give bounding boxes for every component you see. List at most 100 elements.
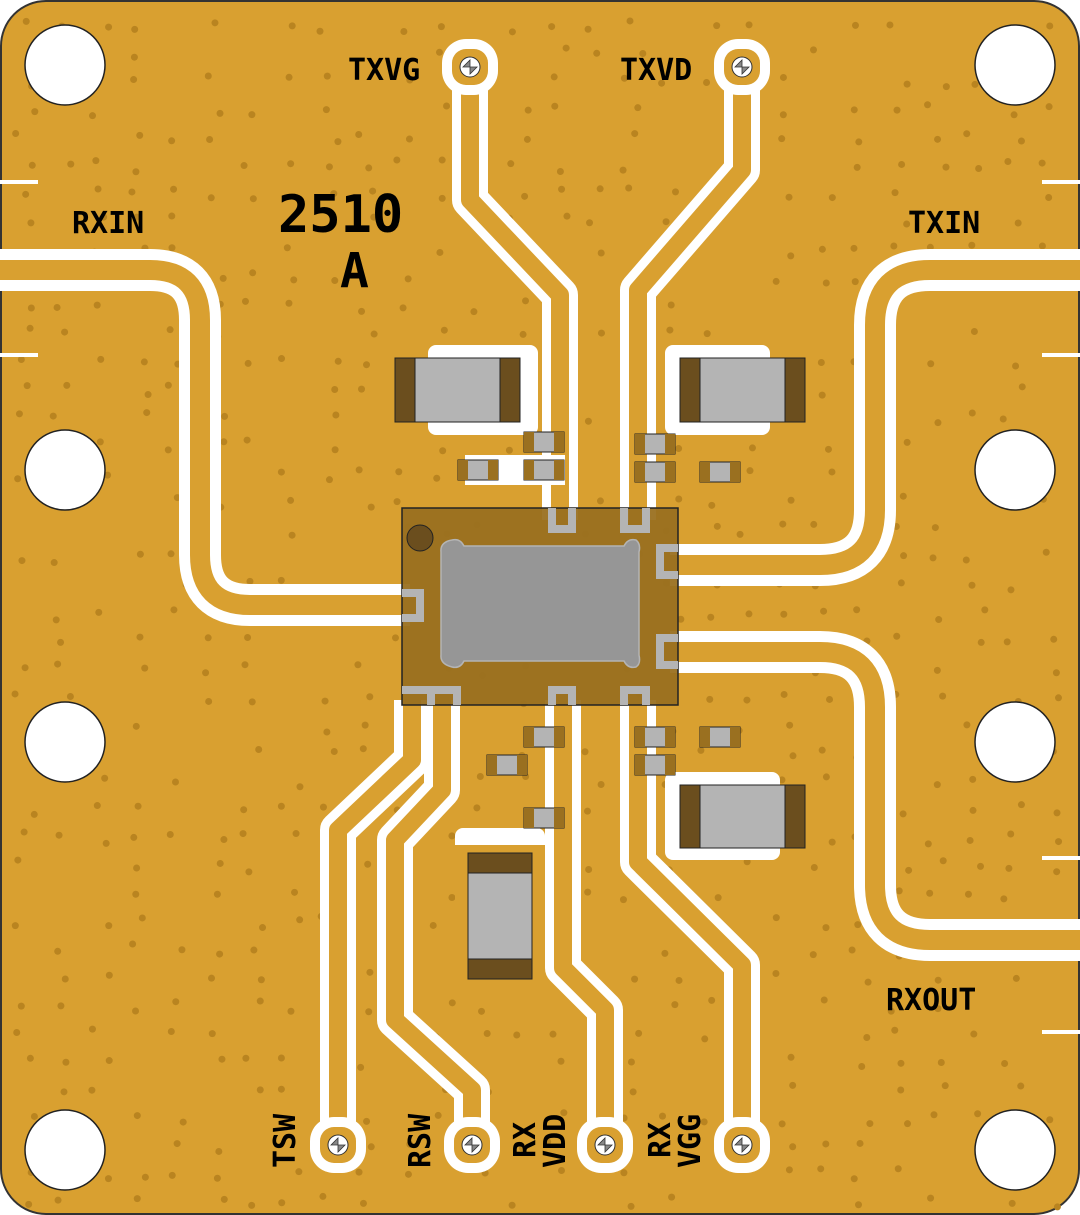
via [817,1165,825,1173]
via [367,503,375,511]
via [658,79,666,87]
via [218,1055,226,1063]
via [661,949,669,957]
via [505,446,513,454]
component-terminal [635,755,645,775]
via [708,996,716,1004]
via [931,524,939,532]
via [851,21,859,29]
via [166,831,174,839]
via [54,660,62,668]
via [584,417,592,425]
via [519,330,527,338]
dc-traces [320,67,760,1145]
screw-cross-icon [734,59,750,75]
ground-paddle [440,538,641,669]
via [483,1030,491,1038]
via [851,278,859,286]
via [999,415,1007,423]
via [434,1111,442,1119]
via [22,17,30,25]
via [858,1062,866,1070]
via [330,190,338,198]
via [701,1035,709,1043]
via [772,969,780,977]
via [325,163,333,171]
label-txvg: TXVG [348,53,420,88]
via [1017,137,1025,145]
label-txvd: TXVD [620,53,692,88]
via [134,802,142,810]
test-pad[interactable] [310,1117,366,1173]
via [974,1110,982,1118]
via [934,976,942,984]
via [596,497,604,505]
component-terminal [730,462,740,482]
via [895,887,903,895]
via [208,1030,216,1038]
via [206,136,214,144]
via [818,746,826,754]
via [941,1082,949,1090]
via [697,746,705,754]
via [12,130,20,138]
via [50,559,58,567]
via [105,971,113,979]
via [810,863,818,871]
via [549,1030,557,1038]
component-terminal [665,434,675,454]
via [138,914,146,922]
via [358,385,366,393]
txin-trace [670,260,1080,575]
via [1046,1116,1054,1124]
via [296,916,304,924]
via [167,1027,175,1035]
via [897,1059,905,1067]
test-pad[interactable] [714,39,770,95]
component-terminal [635,462,645,482]
via [288,531,296,539]
via [365,1008,373,1016]
via [597,249,605,257]
via [903,438,911,446]
via [635,1029,643,1037]
via [963,721,971,729]
via [597,781,605,789]
test-pad[interactable] [577,1117,633,1173]
via [620,1169,628,1177]
via [927,360,935,368]
via [220,836,228,844]
via [61,975,69,983]
via [743,696,751,704]
via [659,1112,667,1120]
via [100,213,108,221]
via [779,111,787,119]
via [864,978,872,986]
via [817,359,825,367]
via [786,721,794,729]
via [848,946,856,954]
via [853,606,861,614]
smd-component [699,461,741,483]
via [240,162,248,170]
via [357,1063,365,1071]
via [243,436,251,444]
smd-component [486,754,528,776]
via [166,326,174,334]
via [828,838,836,846]
via [435,48,443,56]
label-rxvgg-line1: RX [643,1122,678,1158]
via [278,355,286,363]
via [822,924,830,932]
component-terminal [700,727,710,747]
via [96,438,104,446]
component-terminal [554,432,564,452]
via [903,80,911,88]
test-pad[interactable] [442,39,498,95]
test-pad[interactable] [444,1117,500,1173]
via [700,1118,708,1126]
via [404,275,412,283]
test-pad[interactable] [714,1117,770,1173]
via [133,1112,141,1120]
mounting-hole [24,24,106,106]
